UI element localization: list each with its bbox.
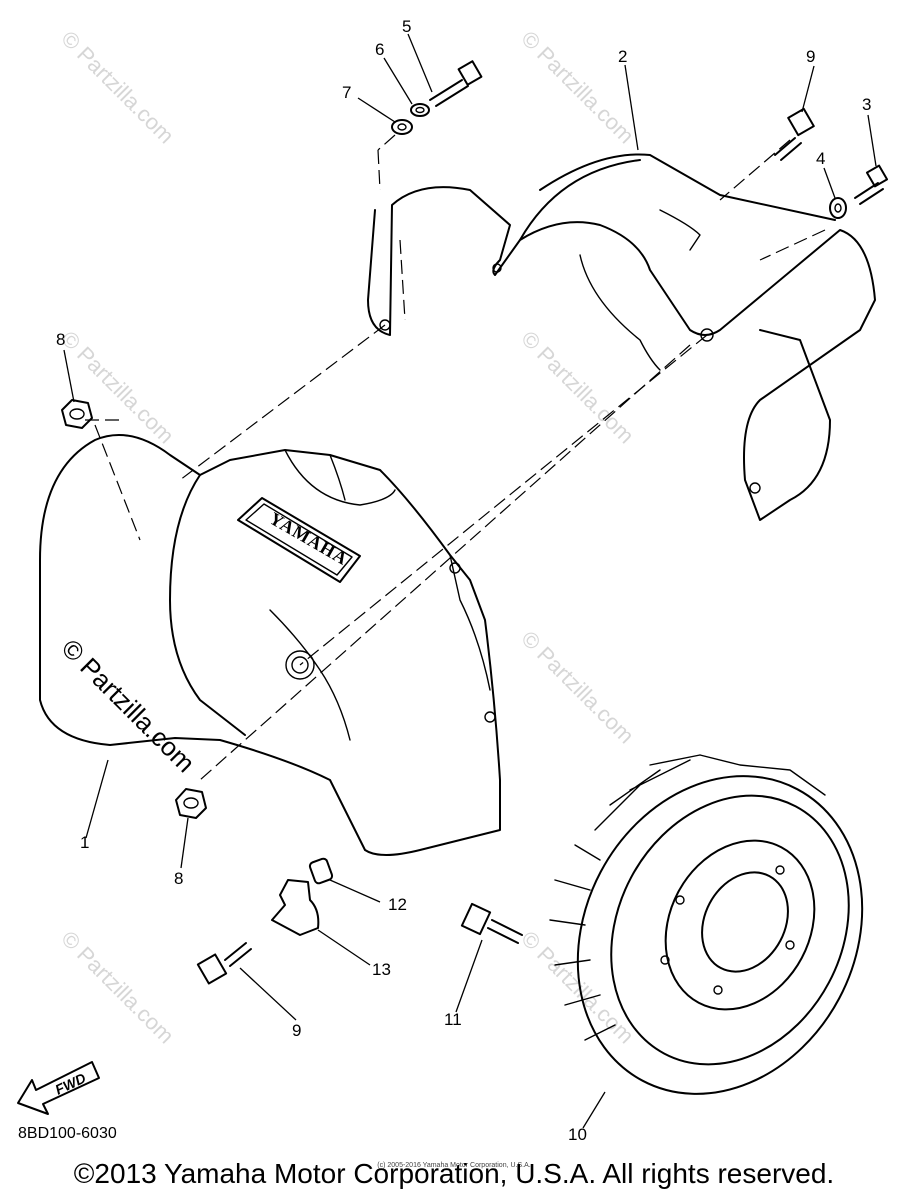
watermark-bottom-left: © Partzilla.com	[56, 926, 179, 1049]
callout-1: 1	[80, 833, 89, 852]
watermark-top-center: © Partzilla.com	[516, 26, 639, 149]
callout-5: 5	[402, 17, 411, 36]
callout-8-lower: 8	[174, 869, 183, 888]
bolt-3	[854, 164, 889, 205]
air-shroud-lower: YAMAHA	[39, 434, 501, 856]
clip-13	[271, 879, 320, 936]
air-shroud-upper	[367, 153, 876, 521]
copyright-notice: ©2013 Yamaha Motor Corporation, U.S.A. A…	[73, 1158, 835, 1189]
callout-8-upper: 8	[56, 330, 65, 349]
fwd-arrow-label: FWD	[53, 1070, 89, 1098]
watermark-main: © Partzilla.com	[56, 633, 201, 778]
bolt-5	[429, 60, 483, 107]
bolt-9-lower	[196, 942, 252, 985]
diagram-code: 8BD100-6030	[18, 1125, 117, 1142]
callout-10: 10	[568, 1125, 587, 1144]
callout-12: 12	[388, 895, 407, 914]
assembly-lines	[85, 134, 826, 781]
watermark-mid-left: © Partzilla.com	[56, 326, 179, 449]
washer-7	[391, 119, 413, 135]
nut-8-upper	[61, 399, 93, 429]
callout-4: 4	[816, 149, 825, 168]
watermark-lower-center: © Partzilla.com	[516, 626, 639, 749]
callout-13: 13	[372, 960, 391, 979]
callout-6: 6	[375, 40, 384, 59]
yamaha-plate-text: YAMAHA	[266, 508, 352, 569]
cooling-fan-10	[549, 754, 864, 1095]
callout-11: 11	[444, 1010, 462, 1029]
nut-8-lower	[175, 788, 207, 819]
callout-7: 7	[342, 83, 351, 102]
washer-4	[829, 197, 847, 219]
fine-print: (c) 2005-2016 Yamaha Motor Corporation, …	[377, 1162, 531, 1169]
collar-12	[308, 857, 334, 885]
bolt-9-upper	[774, 107, 815, 161]
callout-3: 3	[862, 95, 871, 114]
watermark-mid-center: © Partzilla.com	[516, 326, 639, 449]
callout-2: 2	[618, 47, 627, 66]
callouts: 1 2 3 4 5 6 7 8 8 9 9 10 11 12 13	[56, 17, 871, 1144]
callout-9-lower: 9	[292, 1021, 301, 1040]
bolt-11	[460, 902, 523, 944]
watermark-top-left: © Partzilla.com	[56, 26, 179, 149]
fwd-arrow: FWD	[17, 1061, 100, 1115]
leader-lines	[63, 33, 877, 1129]
watermarks: © Partzilla.com © Partzilla.com © Partzi…	[56, 26, 639, 1049]
washer-6	[410, 103, 430, 117]
callout-9-upper: 9	[806, 47, 815, 66]
